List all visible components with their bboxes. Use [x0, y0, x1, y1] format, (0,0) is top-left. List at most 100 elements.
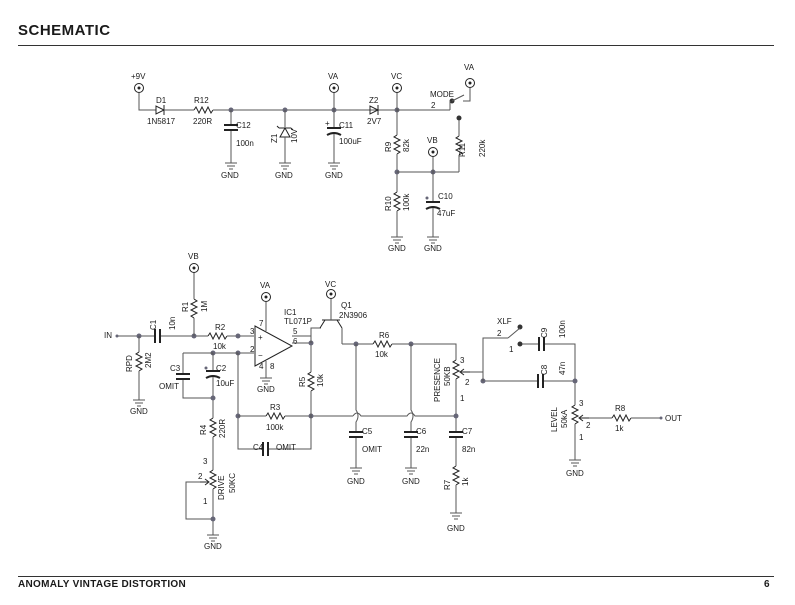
ic1-plus: +	[258, 333, 263, 342]
z2-zener	[369, 105, 380, 115]
c4-value: OMIT	[276, 443, 296, 452]
ic1-value: TL071P	[284, 317, 312, 326]
r3-value: 100k	[266, 423, 284, 432]
rpd-resistor	[134, 351, 144, 372]
d1-label: D1	[156, 96, 167, 105]
c8-capacitor	[537, 374, 544, 388]
c9-label: C9	[540, 327, 549, 338]
page-number: 6	[764, 579, 770, 590]
r8-label: R8	[615, 404, 626, 413]
r1-resistor	[189, 298, 199, 319]
drive-potentiometer	[208, 469, 218, 490]
vc-label-signal: VC	[325, 280, 336, 289]
footer-divider	[18, 576, 774, 577]
r4-label: R4	[199, 424, 208, 435]
r12-label: R12	[194, 96, 209, 105]
ic1-pin2: 2	[250, 345, 255, 354]
gnd-label-drive: GND	[204, 542, 222, 551]
r12-value: 220R	[193, 117, 212, 126]
out-label: OUT	[665, 414, 682, 423]
z1-label: Z1	[270, 133, 279, 143]
page-title: SCHEMATIC	[18, 22, 111, 39]
gnd-label-c6: GND	[402, 477, 420, 486]
va-label: VA	[328, 72, 339, 81]
c2-value: 10uF	[216, 379, 234, 388]
power-section: +9V D1 1N5817 R12 220R C12 100n GND	[131, 63, 487, 253]
c10-capacitor	[425, 201, 441, 210]
ic1-opamp	[254, 325, 294, 367]
presence-pin1: 1	[460, 394, 465, 403]
r10-resistor	[392, 191, 402, 212]
c4-capacitor	[262, 442, 269, 456]
ic1-pin4: 4	[259, 362, 264, 371]
ic1-minus: −	[258, 351, 263, 360]
c3-value: OMIT	[159, 382, 179, 391]
r9-label: R9	[384, 141, 393, 152]
xlf-switch-contact-2	[517, 324, 523, 330]
ic1-pin3: 3	[250, 327, 255, 336]
gnd-label-c11: GND	[325, 171, 343, 180]
level-potentiometer	[570, 404, 580, 425]
footer-title: ANOMALY VINTAGE DISTORTION	[18, 579, 186, 590]
r11-label: R11	[458, 142, 467, 157]
c12-value: 100n	[236, 139, 254, 148]
mode-pin2: 2	[431, 101, 436, 110]
va-label-opamp: VA	[260, 281, 271, 290]
drive-pin2: 2	[198, 472, 203, 481]
va-label-right: VA	[464, 63, 475, 72]
c2-label: C2	[216, 364, 227, 373]
drive-value: 50KC	[228, 473, 237, 493]
rpd-label: RPD	[125, 355, 134, 372]
r5-resistor	[306, 371, 316, 392]
c3-capacitor	[176, 373, 190, 380]
c5-label: C5	[362, 427, 373, 436]
z2-label: Z2	[369, 96, 379, 105]
q1-value: 2N3906	[339, 311, 368, 320]
level-value: 50kA	[560, 409, 569, 428]
r8-resistor	[611, 413, 632, 423]
r4-value: 220R	[218, 419, 227, 438]
r8-value: 1k	[615, 424, 624, 433]
gnd-label-c12: GND	[221, 171, 239, 180]
c1-value: 10n	[168, 317, 177, 330]
gnd-label-rpd: GND	[130, 407, 148, 416]
mode-label: MODE	[430, 90, 454, 99]
xlf-switch-contact-1	[517, 341, 523, 347]
r1-value: 1M	[200, 301, 209, 312]
c10-label: C10	[438, 192, 453, 201]
c11-capacitor	[326, 127, 342, 136]
presence-potentiometer	[451, 359, 461, 380]
z2-value: 2V7	[367, 117, 382, 126]
ic1-pin8: 8	[270, 362, 275, 371]
xlf-label: XLF	[497, 317, 512, 326]
d1-value: 1N5817	[147, 117, 176, 126]
d1-diode	[155, 105, 166, 115]
vb-label-signal: VB	[188, 252, 199, 261]
c7-capacitor	[449, 431, 463, 438]
c3-label: C3	[170, 364, 181, 373]
c5-value: OMIT	[362, 445, 382, 454]
gnd-label-r10: GND	[388, 244, 406, 253]
r10-value: 100k	[402, 193, 411, 211]
c11-label: C11	[339, 121, 354, 130]
q1-transistor	[319, 319, 343, 329]
presence-value: 50KB	[443, 366, 452, 386]
r1-label: R1	[181, 301, 190, 312]
presence-pin3: 3	[460, 356, 465, 365]
gnd-label-c10: GND	[424, 244, 442, 253]
c1-label: C1	[149, 319, 158, 330]
xlf-pin1: 1	[509, 345, 514, 354]
r6-label: R6	[379, 331, 390, 340]
plus9v-label: +9V	[131, 72, 146, 81]
gnd-label-c5: GND	[347, 477, 365, 486]
drive-pin1: 1	[203, 497, 208, 506]
c7-label: C7	[462, 427, 473, 436]
gnd-label-r7: GND	[447, 524, 465, 533]
r6-value: 10k	[375, 350, 389, 359]
r7-value: 1k	[461, 477, 470, 486]
gnd-label-ic1: GND	[257, 385, 275, 394]
level-pin3: 3	[579, 399, 584, 408]
r5-value: 10k	[316, 373, 325, 387]
rpd-value: 2M2	[144, 352, 153, 368]
